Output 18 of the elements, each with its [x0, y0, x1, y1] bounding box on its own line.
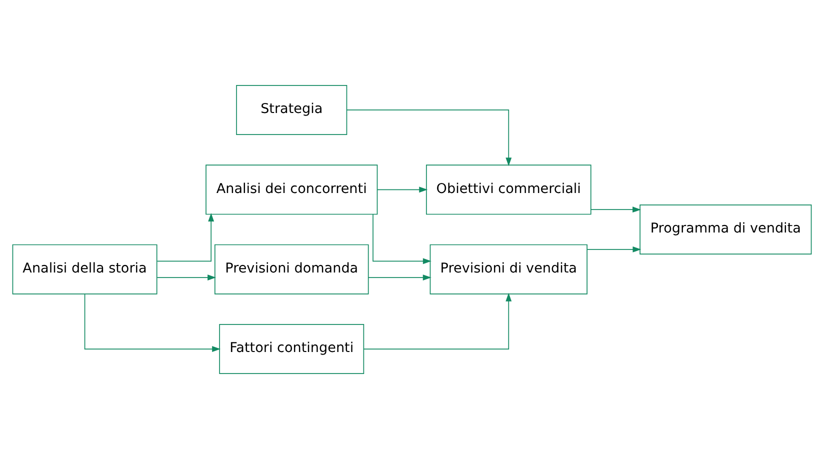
node-box: Fattori contingenti [219, 324, 364, 374]
node-box: Previsioni domanda [214, 244, 369, 294]
arrow [346, 109, 512, 166]
arrow [84, 293, 221, 352]
arrow [156, 274, 216, 280]
arrow [586, 246, 642, 252]
node-box: Programma di vendita [640, 204, 812, 254]
node-box: Analisi della storia [12, 244, 158, 294]
arrow [368, 274, 432, 280]
node-box: Analisi dei concorrenti [206, 164, 378, 214]
node-box: Obiettivi commerciali [426, 164, 592, 214]
arrow [156, 212, 214, 262]
node-box: Previsioni di vendita [430, 244, 588, 294]
arrow [372, 213, 432, 264]
node-box: Strategia [236, 84, 348, 134]
arrow [590, 206, 642, 212]
arrow [363, 292, 512, 349]
arrow [376, 186, 428, 192]
